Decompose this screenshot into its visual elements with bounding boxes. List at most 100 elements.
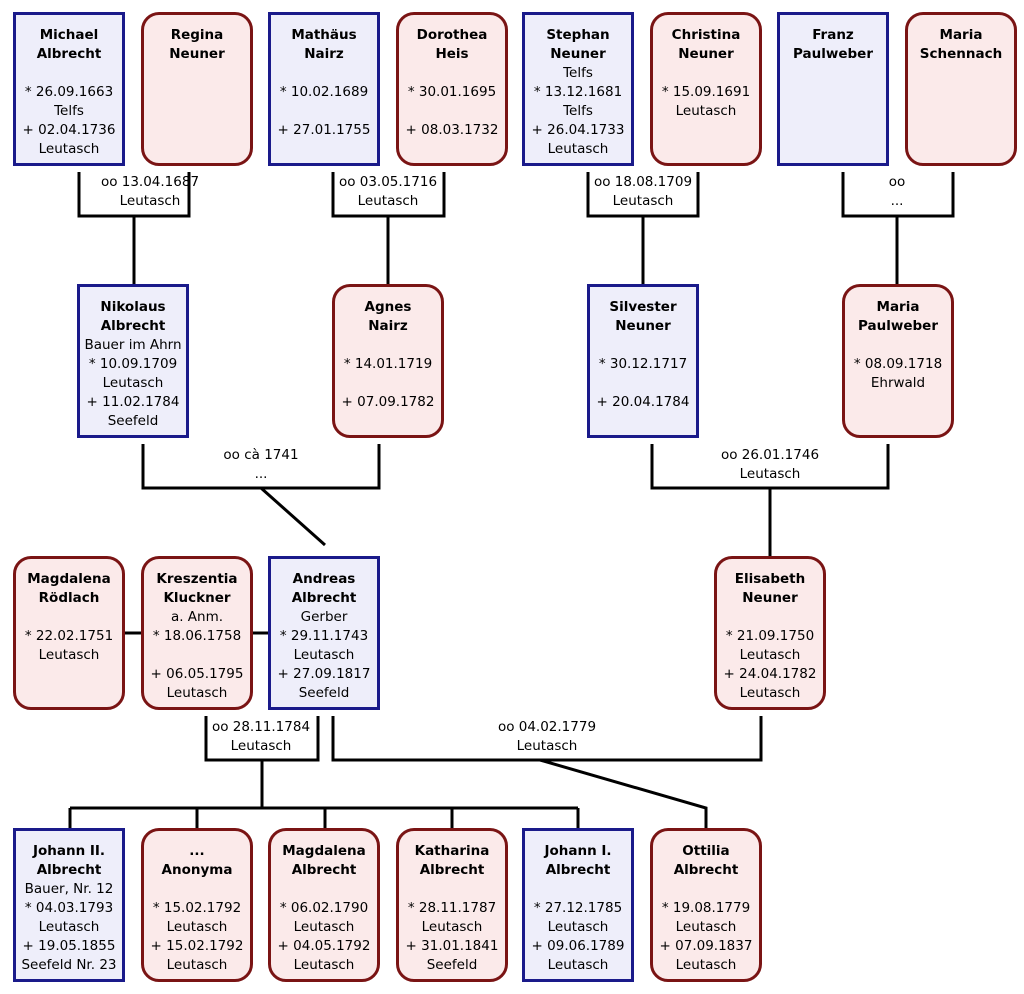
marriage-date: oo 13.04.1687 (100, 174, 200, 190)
person-detail: * 19.08.1779 (661, 900, 751, 916)
marriage-place: Leutasch (230, 738, 292, 754)
person-detail: Leutasch (547, 957, 609, 973)
marriage-date: oo 03.05.1716 (338, 174, 438, 190)
person-detail: Bauer, Nr. 12 (24, 881, 114, 897)
given-name: Maria (939, 27, 983, 43)
surname: Albrecht (291, 862, 357, 878)
surname: Paulweber (793, 46, 873, 62)
person-detail: * 29.11.1743 (279, 628, 369, 644)
given-name: Kreszentia (156, 571, 238, 587)
surname: Neuner (678, 46, 734, 62)
person-detail: + 20.04.1784 (596, 394, 690, 410)
person-detail: Leutasch (38, 919, 100, 935)
marriage-date: oo 28.11.1784 (211, 719, 311, 735)
person-detail: * 08.09.1718 (853, 356, 943, 372)
marriage-place: Leutasch (516, 738, 578, 754)
given-name: Magdalena (27, 571, 111, 587)
given-name: Maria (876, 299, 920, 315)
given-name: Stephan (546, 27, 610, 43)
person-detail (653, 880, 759, 899)
person-detail (590, 336, 696, 355)
person-detail: + 11.02.1784 (86, 394, 180, 410)
marriage-date: oo 18.08.1709 (593, 174, 693, 190)
person-detail: * 30.12.1717 (598, 356, 688, 372)
person-detail: * 30.01.1695 (407, 84, 497, 100)
person-detail (590, 374, 696, 393)
person-detail: Leutasch (675, 103, 737, 119)
surname: Schennach (919, 46, 1003, 62)
person-detail: Telfs (54, 103, 84, 119)
person-detail (16, 608, 122, 627)
surname: Nairz (368, 318, 408, 334)
person-detail: a. Anm. (170, 609, 224, 625)
person-detail: * 22.02.1751 (24, 628, 114, 644)
person-detail: + 26.04.1733 (531, 122, 625, 138)
person-detail: + 07.09.1837 (659, 938, 753, 954)
given-name: ... (189, 843, 205, 859)
person-detail (335, 374, 441, 393)
surname: Neuner (169, 46, 225, 62)
given-name: Johann II. (32, 843, 106, 859)
surname: Rödlach (38, 590, 100, 606)
marriage-place: Leutasch (119, 193, 181, 209)
person-detail: Seefeld Nr. 23 (21, 957, 117, 973)
person-detail: + 02.04.1736 (22, 122, 116, 138)
person-detail: * 06.02.1790 (279, 900, 369, 916)
person-detail: + 15.02.1792 (150, 938, 244, 954)
person-detail: Gerber (300, 609, 348, 625)
marriage-place: ... (890, 193, 904, 209)
descent-line-m8 (539, 758, 708, 828)
person-detail: * 15.02.1792 (152, 900, 242, 916)
person-detail: Leutasch (739, 647, 801, 663)
marriage-place: Leutasch (612, 193, 674, 209)
marriage-date: oo cà 1741 (223, 447, 299, 463)
person-detail: Leutasch (547, 919, 609, 935)
given-name: Elisabeth (734, 571, 806, 587)
person-detail (399, 102, 505, 121)
marriage-label-m5: oo cà 1741... (191, 446, 331, 484)
person-detail: + 27.01.1755 (277, 122, 371, 138)
given-name: Silvester (609, 299, 677, 315)
person-detail: Seefeld (426, 957, 478, 973)
person-detail: * 13.12.1681 (533, 84, 623, 100)
given-name: Ottilia (682, 843, 730, 859)
person-detail: * 10.02.1689 (279, 84, 369, 100)
person-detail: Leutasch (421, 919, 483, 935)
person-detail: + 31.01.1841 (405, 938, 499, 954)
person-detail: * 27.12.1785 (533, 900, 623, 916)
person-detail: * 04.03.1793 (24, 900, 114, 916)
person-detail: * 15.09.1691 (661, 84, 751, 100)
surname: Heis (435, 46, 469, 62)
person-detail: Leutasch (38, 647, 100, 663)
person-detail: Ehrwald (870, 375, 926, 391)
person-detail: + 06.05.1795 (150, 666, 244, 682)
surname: Neuner (615, 318, 671, 334)
person-detail: Seefeld (298, 685, 350, 701)
person-detail: * 18.06.1758 (152, 628, 242, 644)
surname: Nairz (304, 46, 344, 62)
person-detail (271, 64, 377, 83)
marriage-date: oo 04.02.1779 (497, 719, 597, 735)
given-name: Andreas (292, 571, 356, 587)
surname: Albrecht (100, 318, 166, 334)
person-detail (399, 64, 505, 83)
person-detail: * 21.09.1750 (725, 628, 815, 644)
